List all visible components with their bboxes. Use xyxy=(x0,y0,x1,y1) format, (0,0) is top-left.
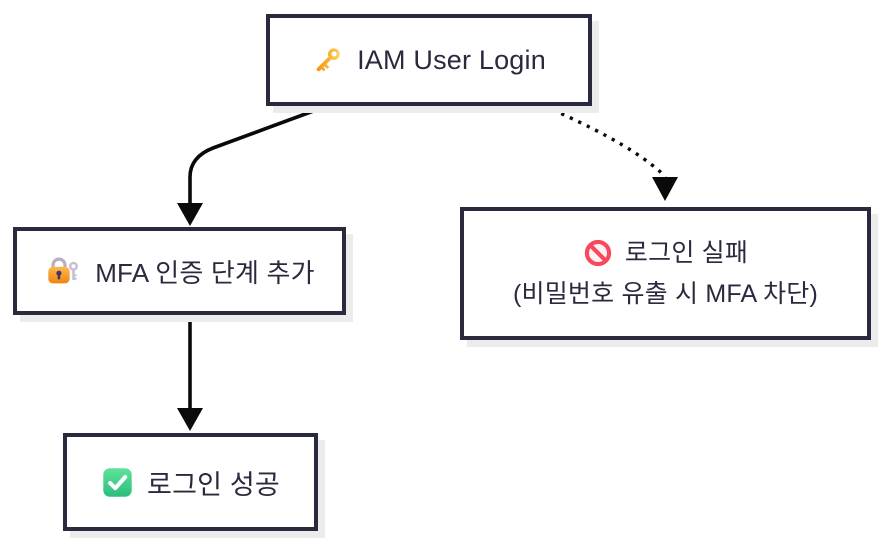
edge-iam-to-fail xyxy=(543,104,678,201)
node-fail-label-line2: (비밀번호 유출 시 MFA 차단) xyxy=(512,280,819,308)
node-login-success: 로그인 성공 xyxy=(63,433,318,531)
edge-iam-to-mfa xyxy=(177,104,328,226)
arrowhead xyxy=(177,203,203,226)
node-success-label: 로그인 성공 xyxy=(147,469,280,500)
arrowhead xyxy=(652,177,678,201)
lock-icon xyxy=(48,257,79,284)
node-mfa-label: MFA 인증 단계 추가 xyxy=(95,257,315,288)
prohibited-icon xyxy=(584,239,612,267)
key-icon xyxy=(316,48,340,72)
check-icon xyxy=(103,467,132,497)
fail-line-2: (비밀번호 유출 시 MFA 차단) xyxy=(513,276,818,312)
fail-line-1: 로그인 실패 xyxy=(583,235,748,271)
node-fail-label-line1: 로그인 실패 xyxy=(624,239,749,267)
node-iam-user-login: IAM User Login xyxy=(266,14,592,106)
node-login-fail: 로그인 실패 (비밀번호 유출 시 MFA 차단) xyxy=(460,207,871,340)
edge-mfa-to-success xyxy=(177,315,203,431)
small-key-shape xyxy=(69,261,79,281)
node-iam-label: IAM User Login xyxy=(357,44,546,75)
node-mfa-step: MFA 인증 단계 추가 xyxy=(13,227,346,315)
arrowhead xyxy=(177,408,203,431)
